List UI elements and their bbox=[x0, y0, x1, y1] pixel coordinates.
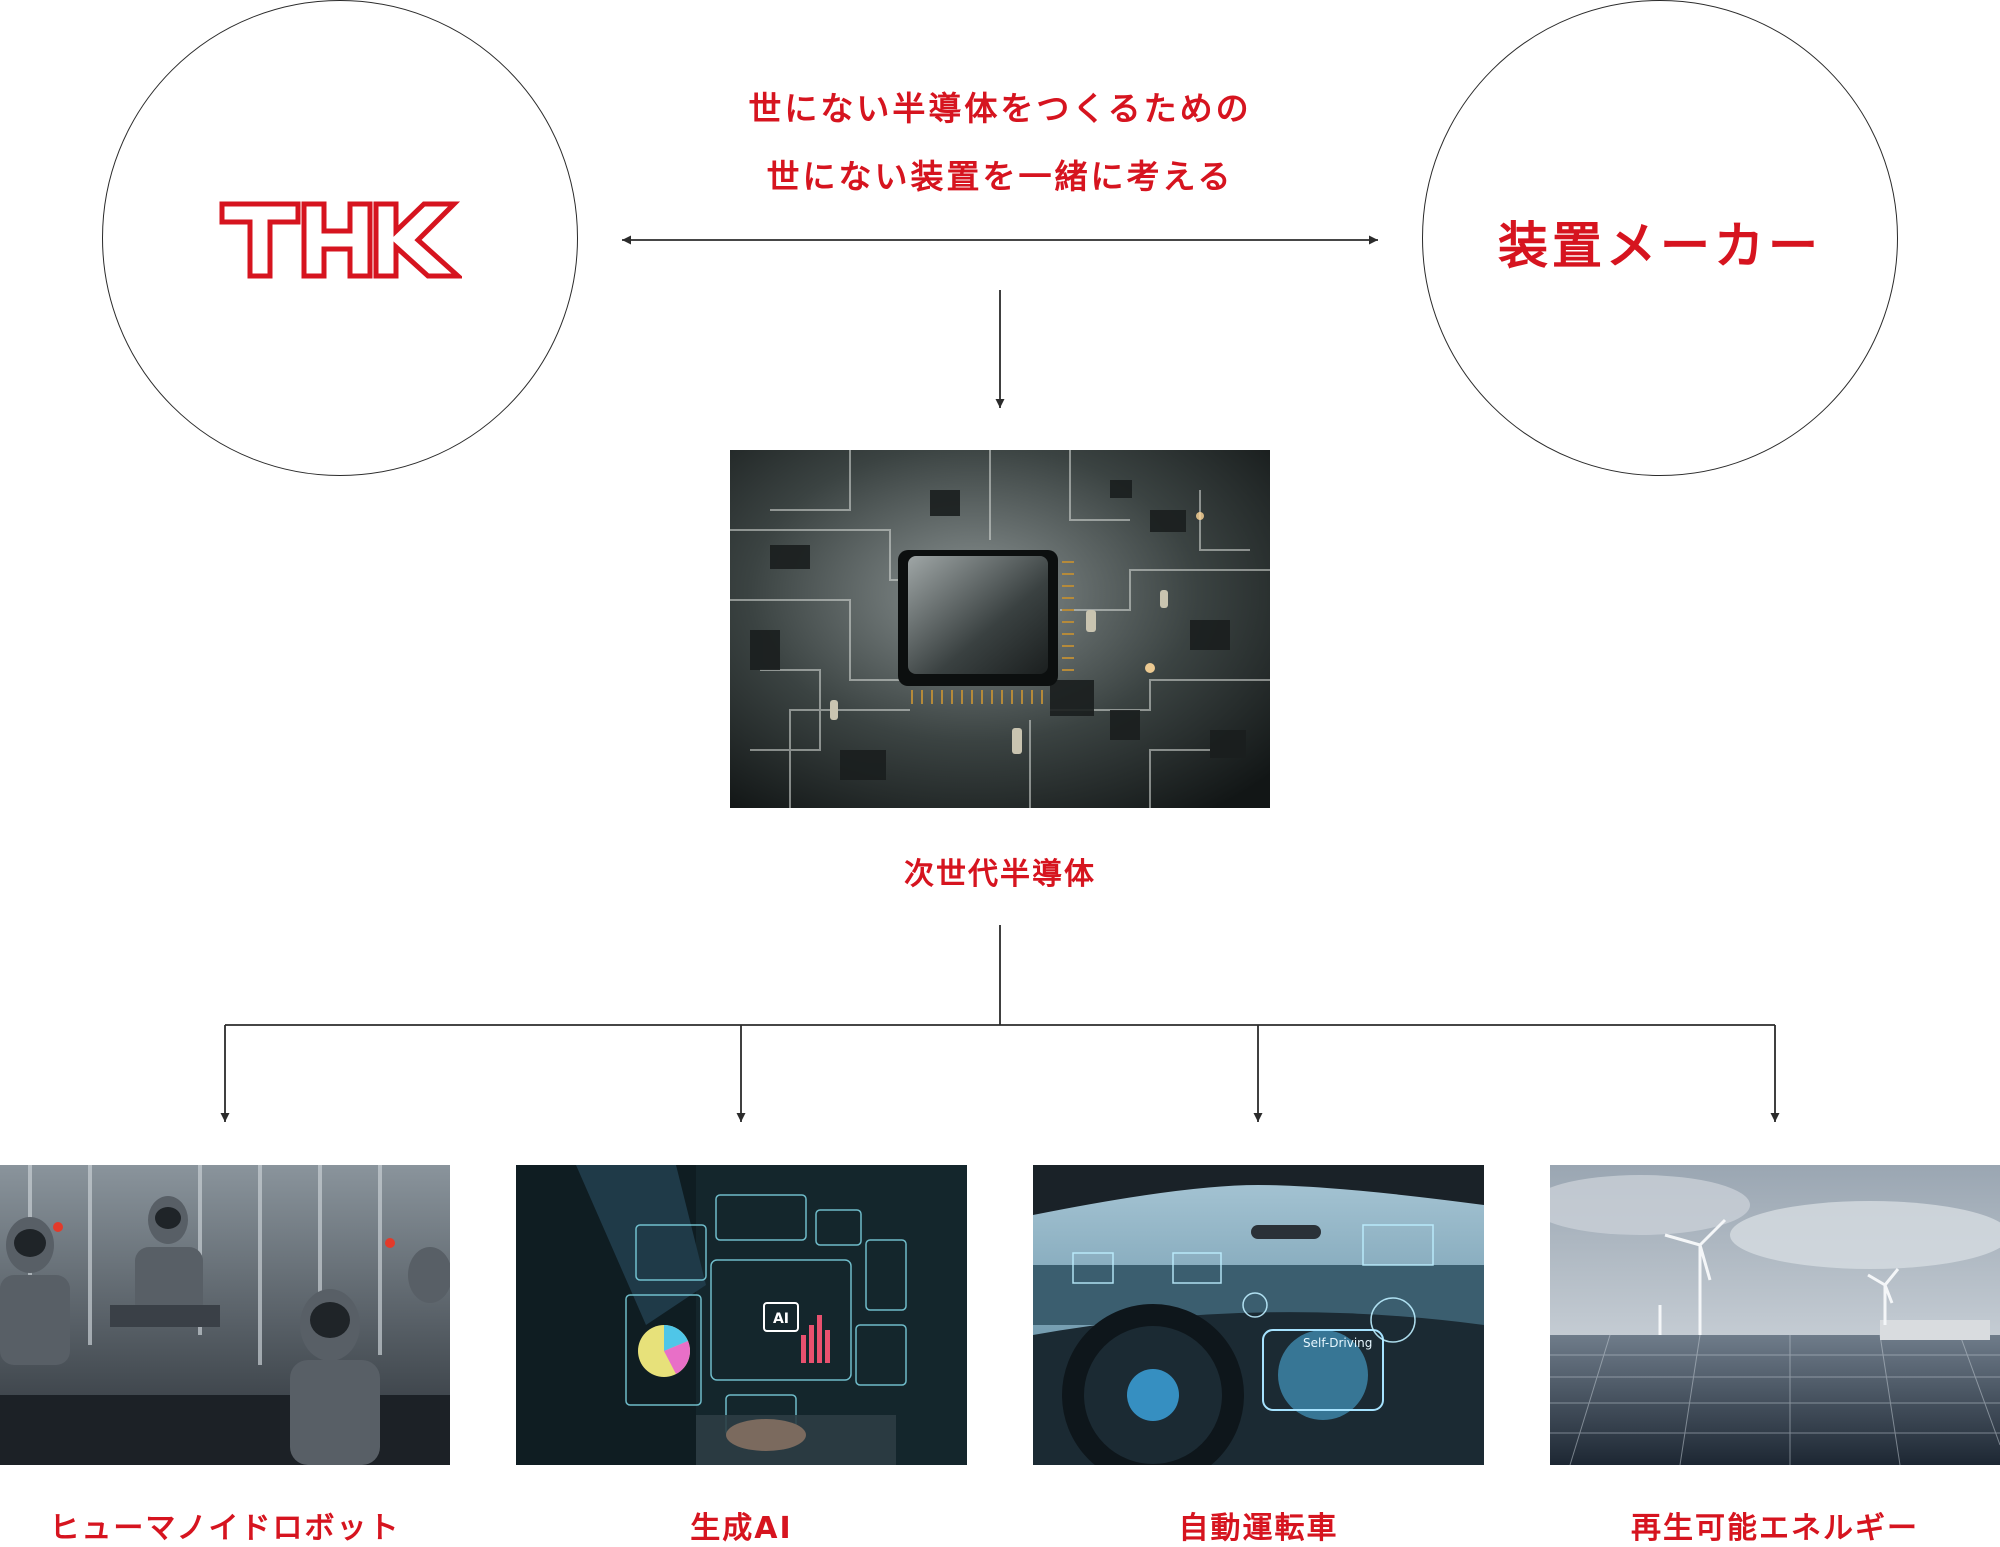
svg-text:Self-Driving: Self-Driving bbox=[1303, 1336, 1372, 1350]
thk-logo bbox=[219, 201, 462, 279]
renewable-energy-label: 再生可能エネルギー bbox=[1631, 1511, 1919, 1546]
self-driving-car-cockpit-photo: Self-Driving bbox=[1033, 1165, 1484, 1465]
equipment-maker-label: 装置メーカー bbox=[1498, 217, 1822, 275]
generative-ai-label: 生成AI bbox=[690, 1511, 793, 1546]
humanoid-robot-label: ヒューマノイドロボット bbox=[49, 1511, 401, 1546]
svg-text:AI: AI bbox=[773, 1311, 789, 1327]
generative-ai-dashboard-photo: AI bbox=[516, 1165, 967, 1465]
tagline-line-1: 世にない半導体をつくるための bbox=[748, 89, 1252, 128]
wind-and-solar-farm-photo bbox=[1550, 1165, 2000, 1465]
self-driving-car-label: 自動運転車 bbox=[1178, 1511, 1339, 1546]
equipment-maker-circle bbox=[1422, 0, 1898, 476]
humanoid-robot-photo bbox=[0, 1165, 450, 1465]
next-gen-semiconductor-label: 次世代半導体 bbox=[904, 857, 1096, 892]
thk-circle bbox=[102, 0, 578, 476]
tagline-line-2: 世にない装置を一緒に考える bbox=[766, 157, 1234, 196]
semiconductor-chip-photo bbox=[730, 450, 1270, 808]
